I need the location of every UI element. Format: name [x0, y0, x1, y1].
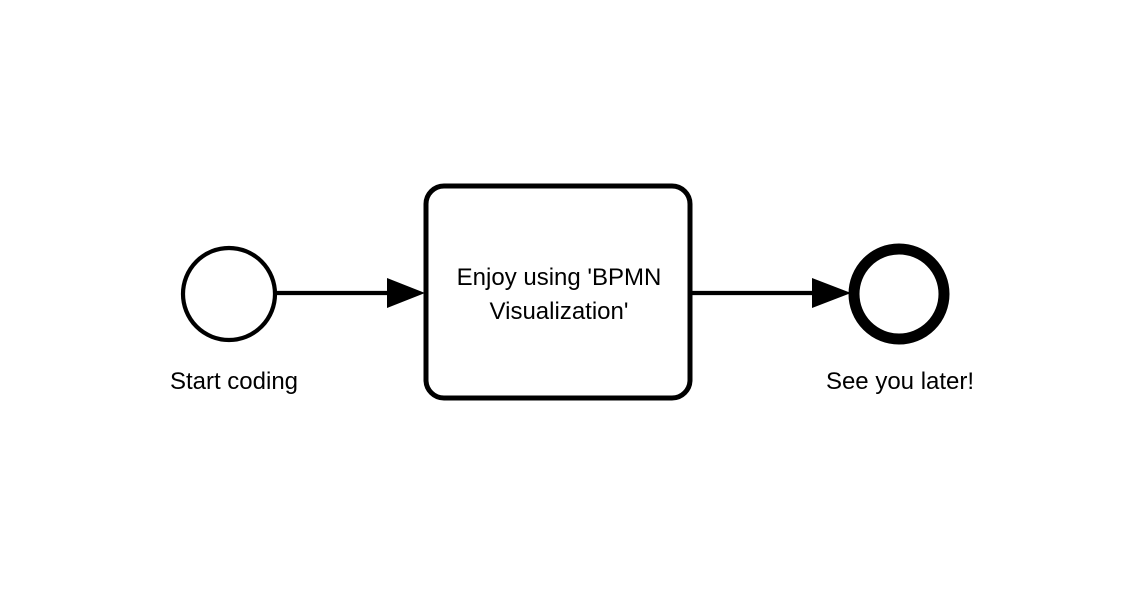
start-event-label: Start coding [170, 368, 298, 395]
end-event-label: See you later! [826, 368, 974, 395]
arrowhead-icon [387, 278, 425, 308]
end-event-circle-icon [848, 243, 950, 345]
start-event-circle-icon [180, 245, 278, 343]
start-event[interactable] [180, 245, 278, 343]
sequence-flow-start-to-task[interactable] [275, 278, 425, 308]
sequence-flow-task-to-end[interactable] [690, 278, 851, 308]
end-event[interactable] [848, 243, 950, 345]
task-rounded-rect [423, 183, 693, 401]
task-node[interactable] [423, 183, 693, 401]
arrowhead-icon [812, 278, 851, 308]
task-label-line-2: Visualization' [490, 298, 629, 325]
task-label-line-1: Enjoy using 'BPMN [457, 264, 662, 291]
